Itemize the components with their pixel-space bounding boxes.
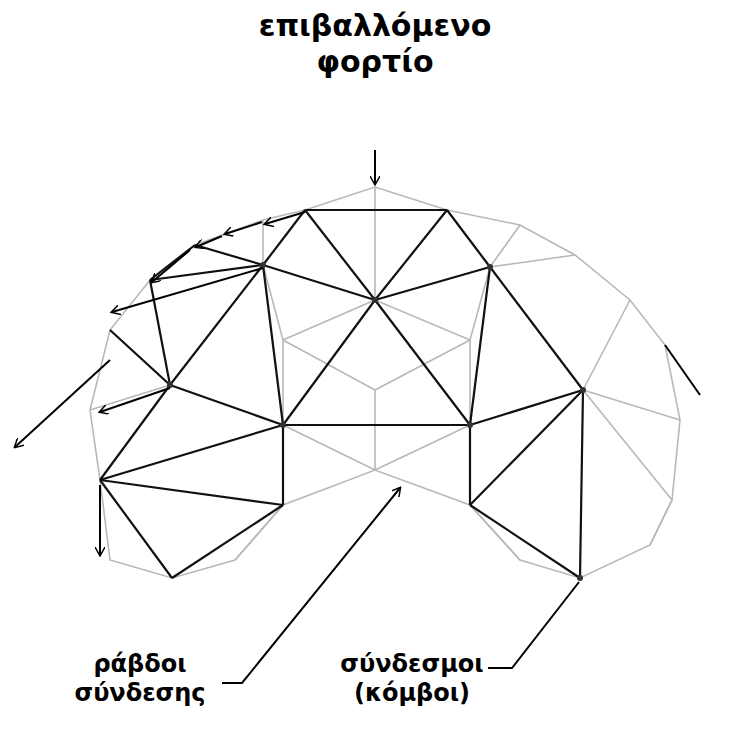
- joints-label: σύνδεσμοι (κόμβοι): [317, 650, 507, 708]
- back-struts: [90, 187, 680, 578]
- load-label: επιβαλλόμενο φορτίο: [225, 8, 525, 80]
- force-arrows: [15, 150, 700, 555]
- rods-label: ράβδοι σύνδεσης: [40, 650, 240, 708]
- front-struts: [100, 210, 583, 578]
- joints: [167, 262, 586, 581]
